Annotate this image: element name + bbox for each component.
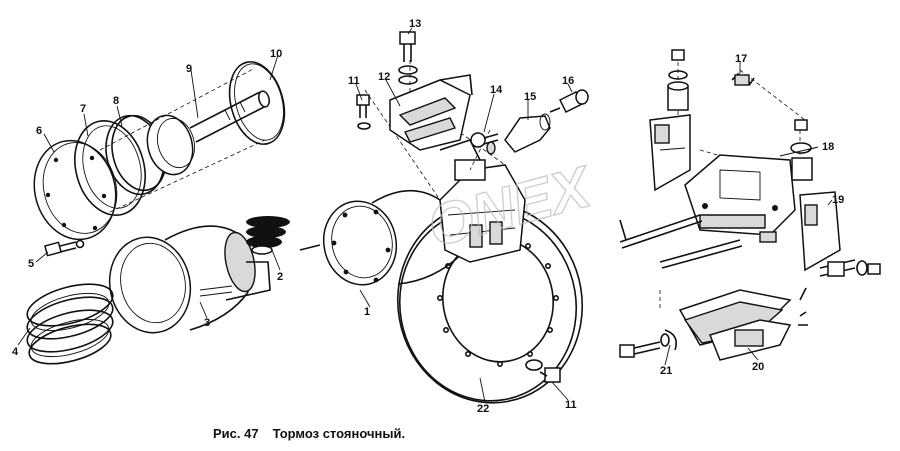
callout-11-lower: 11 <box>565 399 577 411</box>
part-18-carrier <box>684 119 813 236</box>
callout-21: 21 <box>660 365 672 377</box>
part-2-boot <box>246 216 290 255</box>
figure-title: Тормоз стояночный. <box>272 426 406 441</box>
part-5-bolt <box>44 239 85 257</box>
callout-5: 5 <box>28 258 34 270</box>
callout-12: 12 <box>378 71 390 83</box>
callout-13: 13 <box>409 18 421 30</box>
callout-6: 6 <box>36 125 42 137</box>
callout-9: 9 <box>186 63 192 75</box>
leader-lines <box>17 27 833 403</box>
part-19-slider <box>799 191 881 277</box>
part-17-spring <box>731 72 755 86</box>
part-13-bolt <box>398 31 418 85</box>
part-14-bolt <box>470 132 499 155</box>
part-20-brake-pads <box>678 289 792 361</box>
part-11-bolt-lower <box>525 359 561 383</box>
part-16-fitting <box>549 89 589 114</box>
callout-20: 20 <box>752 361 764 373</box>
callout-2: 2 <box>277 271 283 283</box>
part-10-ring <box>228 61 286 145</box>
part-4-spring <box>26 283 114 365</box>
callout-16: 16 <box>562 75 574 87</box>
callout-19: 19 <box>832 194 844 206</box>
callout-22: 22 <box>477 403 489 415</box>
callout-15: 15 <box>524 91 536 103</box>
callout-18: 18 <box>822 141 834 153</box>
figure-caption: Рис. 47 Тормоз стояночный. <box>213 426 419 441</box>
callout-17: 17 <box>735 53 747 65</box>
figure-number: Рис. 47 <box>213 426 259 441</box>
part-21-bolt <box>619 287 808 358</box>
part-15-boot <box>504 113 551 153</box>
callout-11-upper: 11 <box>348 75 360 87</box>
callout-7: 7 <box>80 103 86 115</box>
guide-pins <box>619 214 777 269</box>
callout-1: 1 <box>364 306 370 318</box>
part-7-gasket <box>74 120 146 216</box>
part-upper-bolt-right <box>667 49 689 111</box>
part-9-piston-rod <box>146 90 271 176</box>
part-3-cylinder <box>108 225 271 334</box>
callout-4: 4 <box>12 346 19 358</box>
callout-14: 14 <box>490 84 503 96</box>
slider-block-left <box>649 114 691 192</box>
part-6-cover-plate <box>33 139 118 241</box>
assembly-line-center <box>364 60 506 201</box>
assembly-line-left <box>99 67 266 213</box>
callout-10: 10 <box>270 48 282 60</box>
callout-3: 3 <box>204 317 210 329</box>
caliper-body <box>439 139 526 263</box>
part-11-bolt-upper <box>356 94 371 130</box>
callout-8: 8 <box>113 95 119 107</box>
part-1-brake-assembly <box>299 189 472 286</box>
part-12-bracket <box>389 74 473 151</box>
